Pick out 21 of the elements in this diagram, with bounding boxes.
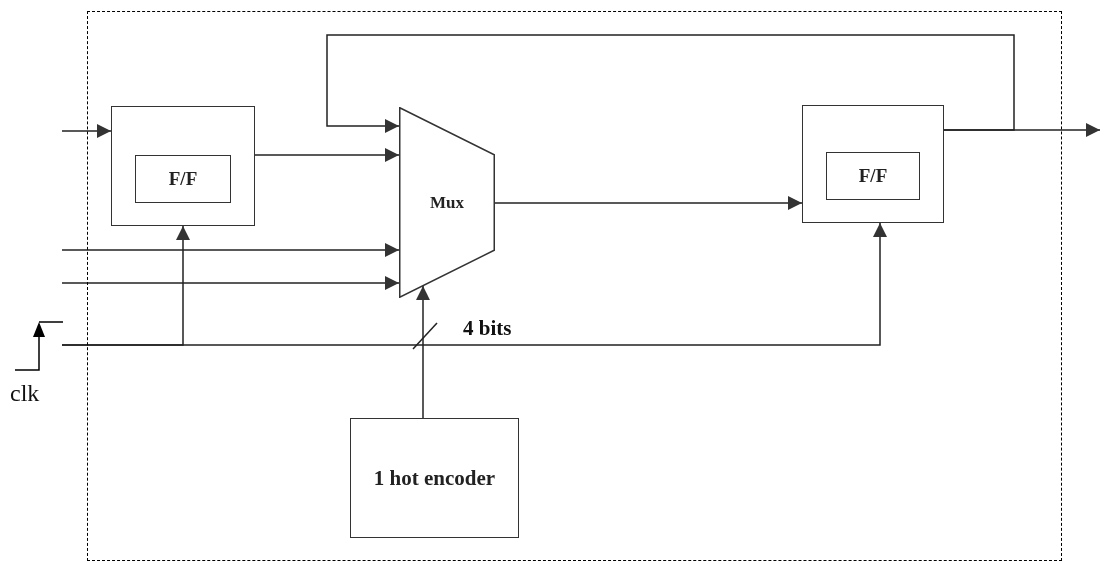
flip-flop-block (802, 105, 944, 223)
block-label: Mux (430, 191, 464, 214)
encoder-box (350, 418, 519, 538)
signal-arrow (61, 243, 400, 257)
signal-arrow (326, 34, 1015, 133)
block-label: F/F (168, 167, 198, 191)
block-label: 1 hot encoder (373, 464, 496, 492)
flip-flop-block (111, 106, 255, 226)
signal-arrow (416, 285, 430, 419)
signal-arrow (494, 196, 803, 210)
signal-arrow (254, 148, 400, 162)
flip-flop-box (135, 155, 231, 203)
block-label: F/F (858, 164, 888, 188)
signal-name: 4 bits (463, 316, 512, 341)
multiplexer-trapezoid (399, 107, 495, 298)
signal-arrow (61, 276, 400, 290)
flip-flop-box (826, 152, 920, 200)
system-boundary (87, 11, 1062, 561)
signal-name: clk (10, 380, 40, 407)
signal-arrow (61, 124, 112, 138)
signal-arrow (61, 222, 887, 346)
